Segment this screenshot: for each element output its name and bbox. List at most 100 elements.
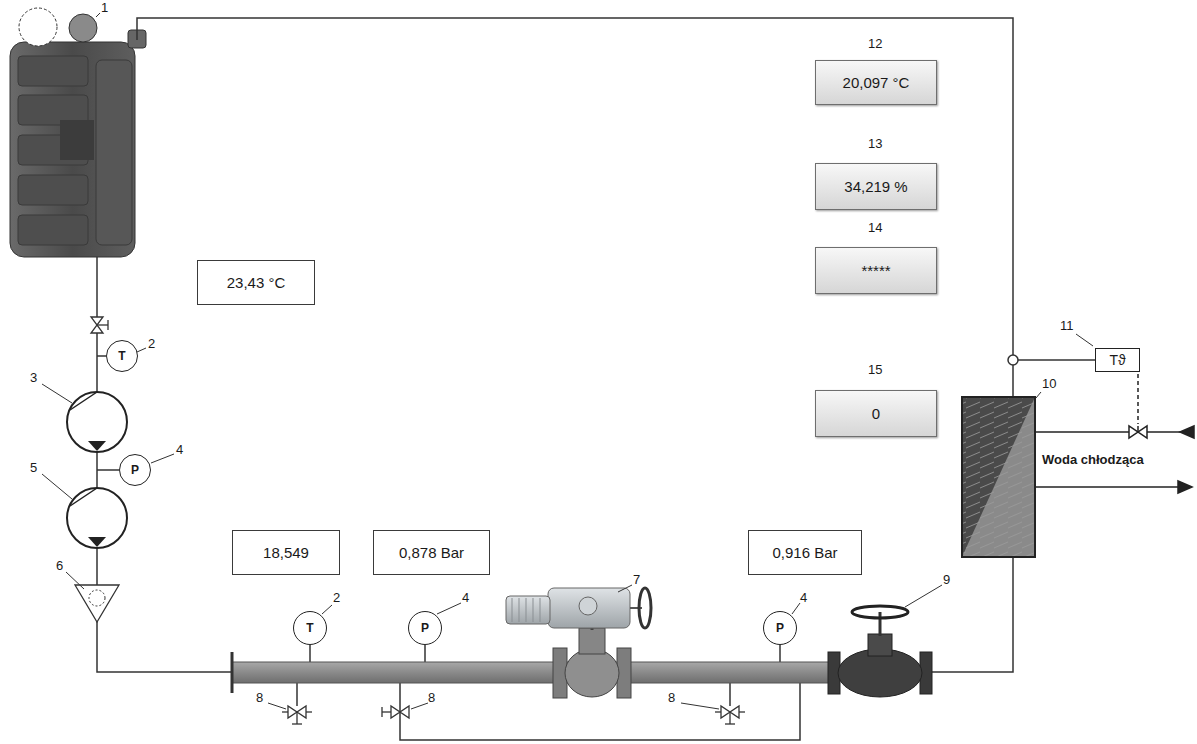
drain-valve [282, 706, 745, 724]
node-text: 20,097 °C [843, 74, 910, 91]
pipe-line [296, 683, 298, 706]
leader-line [905, 585, 942, 607]
node-text: T [306, 621, 313, 635]
cooling-water-line [1035, 486, 1180, 488]
callout-number: 1 [101, 0, 108, 16]
manual-valve [91, 317, 108, 333]
node-text: T [118, 349, 125, 363]
callout-number: 8 [256, 690, 263, 706]
pipe-line [309, 645, 311, 662]
manual-valve [97, 324, 108, 325]
drain-valve [381, 707, 382, 717]
cooling-water-line [1035, 374, 1194, 493]
globe-valve [868, 634, 892, 656]
leader-line [681, 703, 719, 709]
heat-exchanger [962, 397, 1035, 557]
drain-valve [382, 711, 391, 712]
callout-number: 14 [868, 220, 882, 236]
leader-line [411, 703, 428, 709]
motorised-valve [639, 588, 651, 628]
callout-number: 11 [1060, 318, 1074, 334]
display-panel: 0 [815, 390, 937, 437]
level-indicator [19, 8, 57, 46]
node-text: 0,878 Bar [399, 544, 464, 561]
cooling-water-line [1035, 431, 1192, 433]
node-text: P [421, 621, 429, 635]
node-text: ***** [861, 262, 890, 279]
callout-number: 4 [176, 442, 183, 458]
value-box: 0,878 Bar [373, 530, 490, 575]
storage-tank [18, 175, 88, 205]
drain-valve [715, 711, 721, 712]
callout-number: 15 [868, 362, 882, 378]
leader-line [42, 13, 1093, 709]
pressure-sensor: P [763, 611, 797, 645]
globe-valve [828, 606, 932, 697]
pipe-line [96, 548, 98, 585]
node-text: 0,916 Bar [772, 544, 837, 561]
pressure-sensor: P [119, 454, 151, 486]
leader-line [96, 13, 100, 17]
node-text: 0 [872, 405, 880, 422]
pipe-line [97, 355, 106, 357]
storage-tank [18, 215, 88, 245]
leader-line [151, 454, 174, 463]
pipe-line [424, 645, 426, 662]
globe-valve [852, 606, 908, 618]
filter-symbol [89, 590, 105, 606]
callout-number: 8 [428, 690, 435, 706]
node-text: 18,549 [263, 544, 309, 561]
drain-valve [282, 711, 288, 712]
cooling-water-line [1137, 426, 1139, 432]
callout-number: 4 [462, 590, 469, 606]
drain-valve [725, 723, 735, 724]
callout-number: 8 [668, 690, 675, 706]
motorised-valve [548, 588, 630, 628]
pump-symbol [67, 392, 127, 452]
storage-tank [60, 120, 94, 160]
leader-line [66, 572, 84, 589]
cooling-water-line [1180, 426, 1194, 438]
flow-label: Woda chłodząca [1042, 452, 1144, 468]
level-indicator [19, 8, 97, 46]
drain-valve [739, 711, 745, 712]
main-pipe [231, 652, 234, 693]
filter-symbol [75, 585, 119, 622]
callout-number: 9 [943, 572, 950, 588]
pipe-line [137, 18, 1013, 397]
pipe-line [729, 683, 731, 706]
motorised-valve [526, 598, 527, 622]
storage-tank [96, 60, 132, 245]
drain-valve [729, 712, 730, 724]
node-text: 23,43 °C [227, 274, 286, 291]
drain-valve [296, 712, 297, 724]
storage-tank [18, 56, 88, 86]
drain-valve [391, 706, 409, 718]
measurement-tap [1008, 355, 1018, 365]
cooling-water-line [1137, 374, 1139, 424]
drain-valve [306, 711, 312, 712]
pump-symbol [70, 488, 97, 506]
pump-symbol [88, 537, 106, 547]
node-text: P [776, 621, 784, 635]
display-panel: ***** [815, 247, 937, 294]
callout-number: 4 [800, 590, 807, 606]
callout-number: 13 [868, 136, 882, 152]
main-pipe [232, 662, 832, 683]
display-panel: 20,097 °C [815, 60, 937, 105]
leader-line [792, 603, 800, 614]
leader-line [42, 384, 72, 403]
pipe-line [97, 18, 1095, 740]
pipe-line [97, 621, 232, 672]
motorised-valve [579, 597, 597, 615]
motorised-valve [540, 598, 541, 622]
callout-number: 6 [56, 558, 63, 574]
level-indicator [69, 14, 97, 42]
heat-exchanger [962, 397, 1035, 557]
globe-valve [879, 612, 882, 636]
heat-exchanger [962, 397, 1035, 557]
pressure-sensor: P [408, 611, 442, 645]
cooling-water-line [1129, 426, 1147, 438]
